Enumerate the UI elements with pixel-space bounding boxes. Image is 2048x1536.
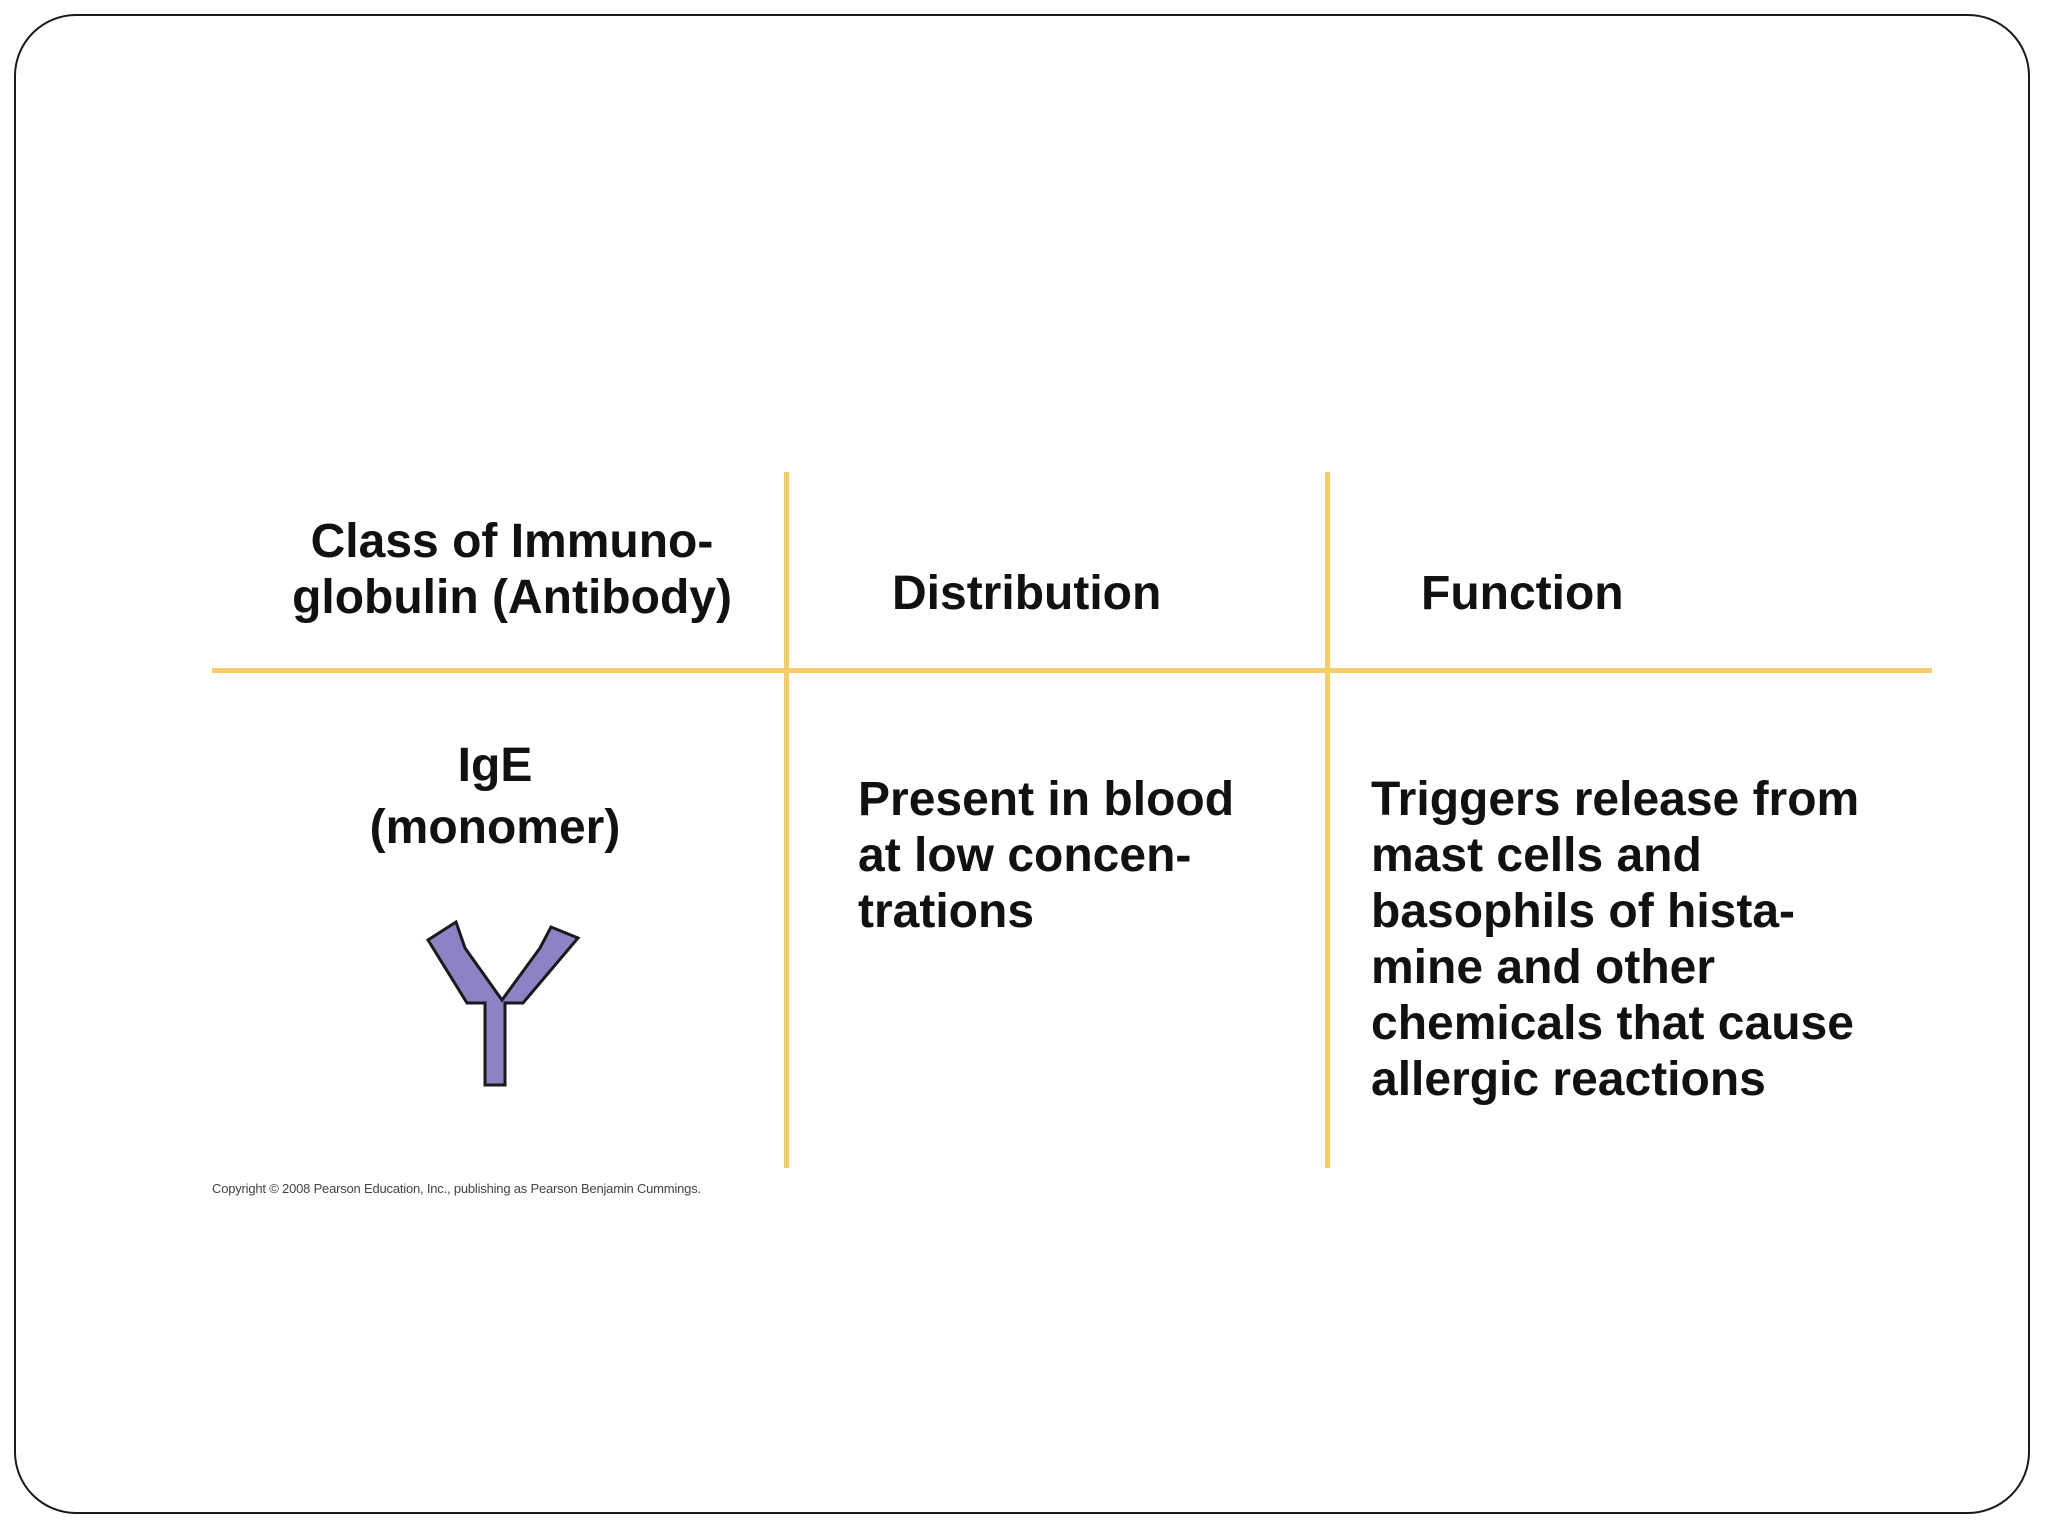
copyright-notice: Copyright © 2008 Pearson Education, Inc.… — [212, 1181, 701, 1196]
class-subtype: (monomer) — [369, 801, 621, 854]
column-divider-2 — [1325, 472, 1330, 1168]
distribution-cell: Present in blood at low concen- trations — [858, 773, 1235, 938]
antibody-shape — [425, 919, 581, 1087]
header-divider-line — [212, 668, 1932, 673]
antibody-y-icon — [425, 919, 581, 1087]
class-name: IgE — [457, 739, 533, 792]
header-function: Function — [1421, 567, 1624, 620]
column-divider-1 — [784, 472, 789, 1168]
header-class: Class of Immuno- globulin (Antibody) — [292, 515, 732, 624]
function-cell: Triggers release from mast cells and bas… — [1371, 773, 1860, 1106]
slide-frame — [14, 14, 2030, 1514]
header-distribution: Distribution — [892, 567, 1162, 620]
